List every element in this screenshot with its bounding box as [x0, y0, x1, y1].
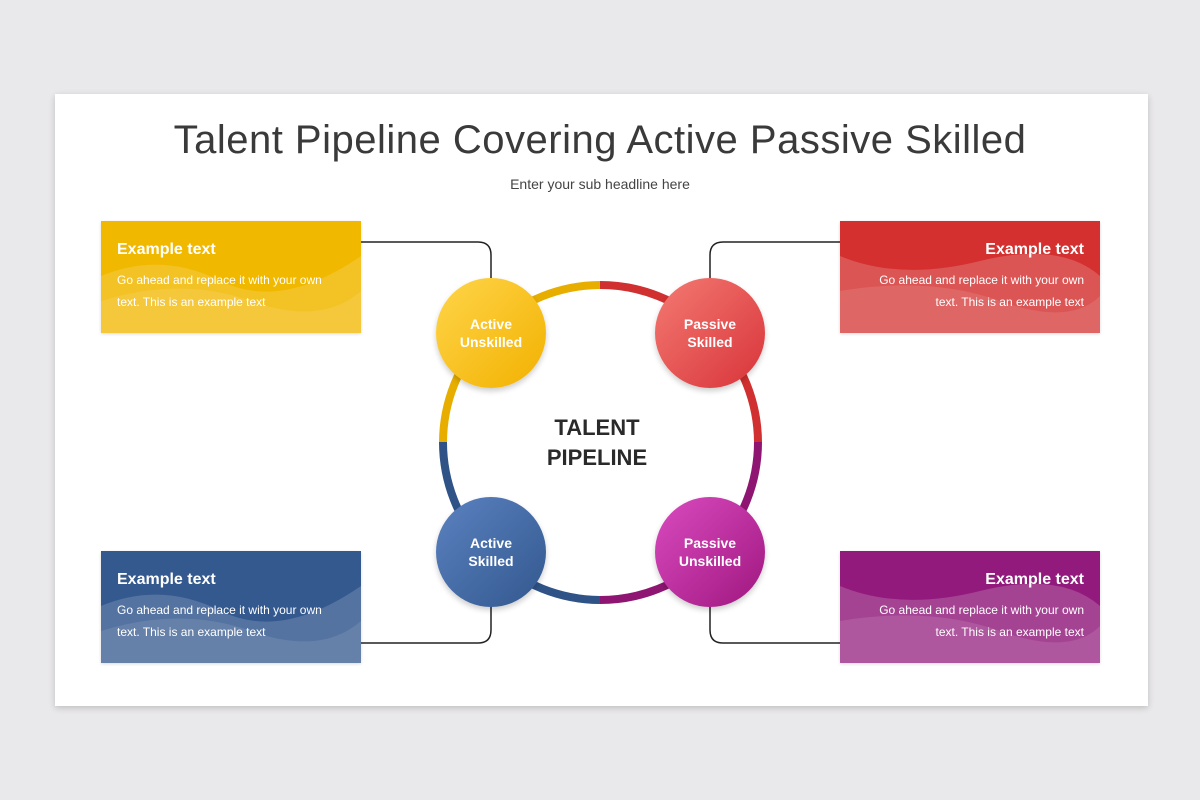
card-title: Example text [985, 241, 1084, 258]
card-wave-decoration [101, 586, 361, 663]
center-label: TALENT PIPELINE [546, 415, 648, 470]
card-bottom-left: Example text Go ahead and replace it wit… [101, 551, 361, 663]
card-body: Go ahead and replace it with your own te… [879, 603, 1084, 639]
node-label: Passive Skilled [683, 316, 737, 350]
connector-bottom-right [709, 605, 840, 644]
card-body: Go ahead and replace it with your own te… [117, 273, 322, 309]
node-label: Active Skilled [468, 535, 514, 569]
card-title: Example text [117, 571, 216, 588]
card-body: Go ahead and replace it with your own te… [117, 603, 322, 639]
connector-top-left [361, 241, 492, 280]
card-wave-decoration [840, 583, 1100, 663]
page-subtitle: Enter your sub headline here [510, 176, 690, 192]
node-passive-unskilled: Passive Unskilled [655, 497, 765, 607]
card-top-left: Example text Go ahead and replace it wit… [101, 221, 361, 333]
card-title: Example text [985, 571, 1084, 588]
card-wave-decoration [101, 256, 361, 333]
node-passive-skilled: Passive Skilled [655, 278, 765, 388]
node-active-skilled: Active Skilled [436, 497, 546, 607]
node-label: Active Unskilled [459, 316, 523, 350]
card-bottom-right: Example text Go ahead and replace it wit… [840, 551, 1100, 663]
connector-top-right [709, 241, 840, 280]
node-active-unskilled: Active Unskilled [436, 278, 546, 388]
card-body: Go ahead and replace it with your own te… [879, 273, 1084, 309]
card-wave-decoration [840, 253, 1100, 333]
page-title: Talent Pipeline Covering Active Passive … [173, 118, 1027, 162]
card-top-right: Example text Go ahead and replace it wit… [840, 221, 1100, 333]
connector-bottom-left [361, 605, 492, 644]
node-label: Passive Unskilled [678, 535, 742, 569]
card-title: Example text [117, 241, 216, 258]
